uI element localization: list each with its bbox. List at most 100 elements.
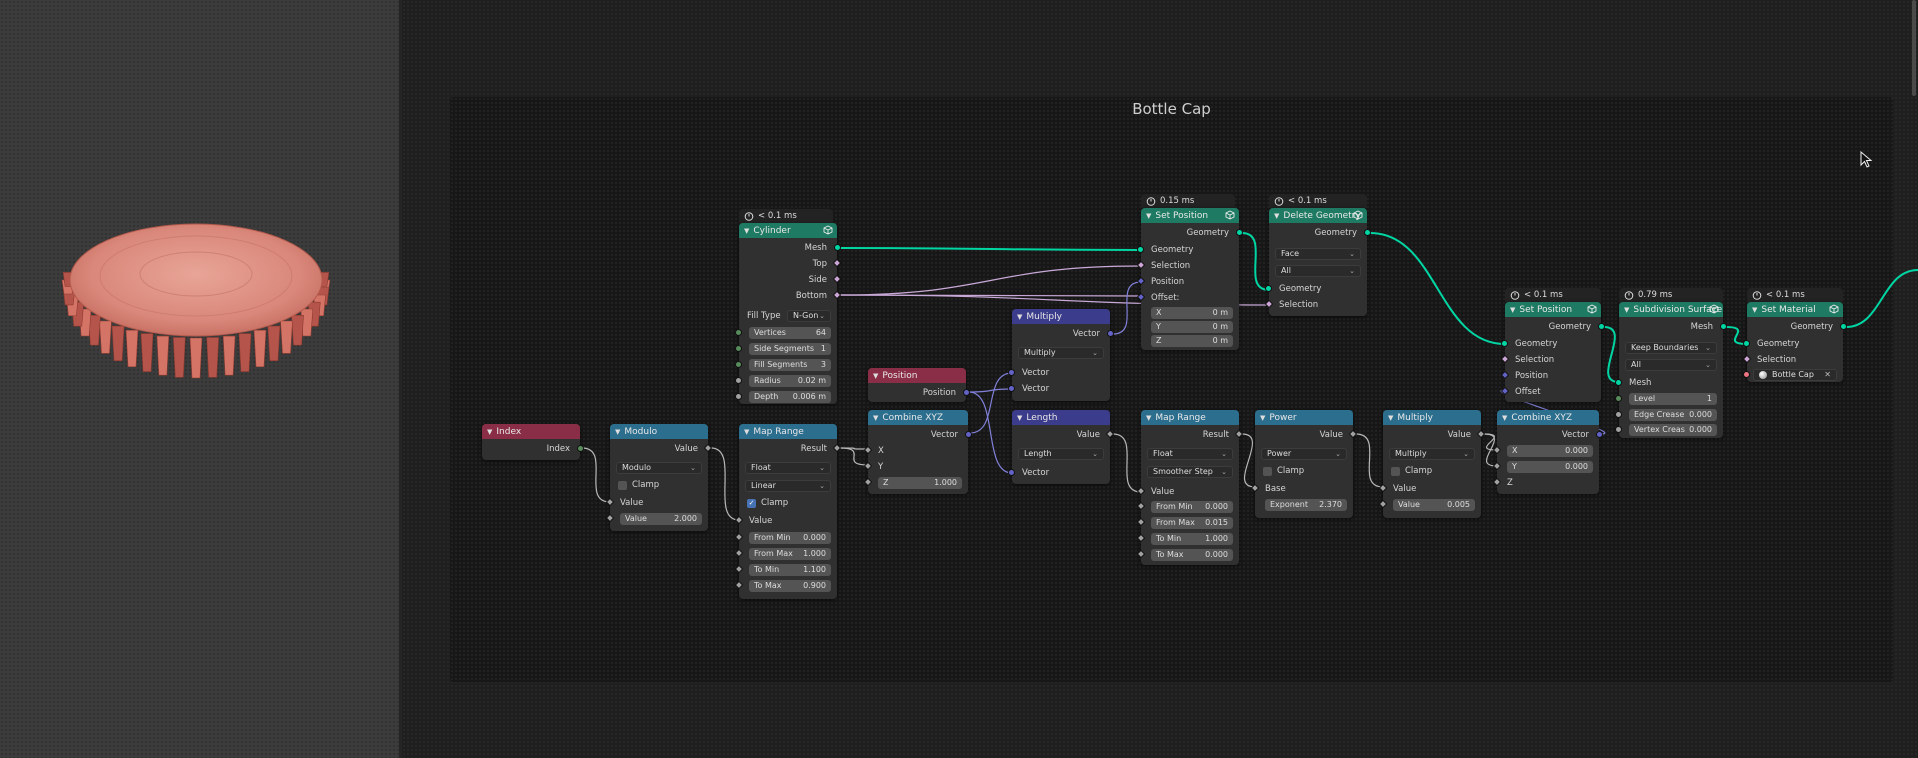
checkbox-box[interactable]	[1263, 466, 1272, 476]
node-header[interactable]: ▼Index	[482, 424, 580, 439]
clear-x-icon[interactable]: ✕	[1824, 370, 1831, 379]
collapse-chevron-icon[interactable]: ▼	[1624, 305, 1630, 314]
collapse-chevron-icon[interactable]: ▼	[744, 226, 750, 235]
data-type-dropdown[interactable]: Float⌄	[745, 462, 831, 474]
radius-input-socket[interactable]	[735, 377, 742, 384]
edge-crease-input-socket[interactable]	[1615, 411, 1622, 418]
node-header[interactable]: ▼Power	[1255, 410, 1353, 425]
map-range-node-2[interactable]: ▼Map Range Result Float⌄ Smoother Step⌄ …	[1136, 410, 1244, 565]
float-multiply-node[interactable]: ▼Multiply Value Multiply⌄ Clamp Value Va…	[1378, 410, 1486, 518]
collapse-chevron-icon[interactable]: ▼	[615, 427, 621, 436]
map-range-node-1[interactable]: ▼Map Range Result Float⌄ Linear⌄ ✓Clamp …	[734, 424, 842, 599]
delete-geometry-node[interactable]: ▼Delete Geometry Geometry Face⌄ All⌄ Geo…	[1264, 208, 1371, 316]
geometry-input-socket[interactable]	[1743, 340, 1750, 347]
collapse-chevron-icon[interactable]: ▼	[487, 427, 493, 436]
vector-multiply-node[interactable]: ▼Multiply Vector Multiply⌄ Vector Vector	[1008, 309, 1114, 401]
geometry-output-socket[interactable]	[1364, 229, 1371, 236]
material-input-socket[interactable]	[1743, 371, 1750, 378]
set-material-node[interactable]: ▼Set Material Geometry Geometry Selectio…	[1742, 302, 1847, 382]
node-header[interactable]: ▼Combine XYZ	[868, 410, 968, 425]
geometry-output-socket[interactable]	[1840, 323, 1847, 330]
node-header[interactable]: ▼Position	[868, 368, 966, 383]
mode-dropdown[interactable]: All⌄	[1275, 265, 1361, 277]
geometry-input-socket[interactable]	[1265, 285, 1272, 292]
node-header[interactable]: ▼Multiply	[1012, 309, 1110, 324]
vector-output-socket[interactable]	[965, 431, 972, 438]
geometry-input-socket[interactable]	[1137, 246, 1144, 253]
collapse-chevron-icon[interactable]: ▼	[1510, 305, 1516, 314]
fill-type-dropdown[interactable]: N-Gon⌄	[787, 310, 831, 322]
position-output-socket[interactable]	[963, 389, 970, 396]
node-header[interactable]: ▼Subdivision Surface	[1619, 302, 1723, 317]
material-selector[interactable]: Bottle Cap ✕	[1753, 369, 1837, 381]
collapse-chevron-icon[interactable]: ▼	[744, 427, 750, 436]
vertices-input-socket[interactable]	[735, 329, 742, 336]
interpolation-dropdown[interactable]: Smoother Step⌄	[1147, 466, 1233, 478]
mesh-output-socket[interactable]	[1720, 323, 1727, 330]
node-header[interactable]: ▼Length	[1012, 410, 1110, 425]
operation-dropdown[interactable]: Length⌄	[1018, 448, 1104, 460]
data-type-dropdown[interactable]: Float⌄	[1147, 448, 1233, 460]
mesh-output-socket[interactable]	[834, 244, 841, 251]
operation-dropdown[interactable]: Modulo⌄	[616, 462, 702, 474]
collapse-chevron-icon[interactable]: ▼	[1388, 413, 1394, 422]
vector-output-socket[interactable]	[1596, 431, 1603, 438]
vector-input-socket-1[interactable]	[1008, 369, 1015, 376]
domain-dropdown[interactable]: Face⌄	[1275, 248, 1361, 260]
node-header[interactable]: ▼Map Range	[1141, 410, 1239, 425]
fill-segments-input-socket[interactable]	[735, 361, 742, 368]
node-header[interactable]: ▼Set Position	[1141, 208, 1239, 223]
collapse-chevron-icon[interactable]: ▼	[1502, 413, 1508, 422]
uv-smooth-dropdown[interactable]: Keep Boundaries⌄	[1625, 342, 1717, 354]
node-header[interactable]: ▼Modulo	[610, 424, 708, 439]
collapse-chevron-icon[interactable]: ▼	[1017, 312, 1023, 321]
operation-dropdown[interactable]: Power⌄	[1261, 448, 1347, 460]
vector-input-socket-2[interactable]	[1008, 385, 1015, 392]
node-header[interactable]: ▼Multiply	[1383, 410, 1481, 425]
area-divider[interactable]	[399, 0, 402, 758]
cylinder-node[interactable]: ▼Cylinder Mesh Top Side Bottom Fill Type…	[735, 223, 842, 404]
side-segments-input-socket[interactable]	[735, 345, 742, 352]
operation-dropdown[interactable]: Multiply⌄	[1389, 448, 1475, 460]
level-input-socket[interactable]	[1615, 395, 1622, 402]
collapse-chevron-icon[interactable]: ▼	[1017, 413, 1023, 422]
collapse-chevron-icon[interactable]: ▼	[1146, 413, 1152, 422]
clamp-checkbox[interactable]: Clamp	[1263, 465, 1304, 477]
node-header[interactable]: ▼Map Range	[739, 424, 837, 439]
vector-output-socket[interactable]	[1107, 330, 1114, 337]
mesh-input-socket[interactable]	[1615, 379, 1622, 386]
vector-input-socket[interactable]	[1008, 469, 1015, 476]
checkbox-box[interactable]	[1391, 466, 1400, 476]
clamp-checkbox[interactable]: Clamp	[1391, 465, 1432, 477]
checkmark-icon[interactable]: ✓	[747, 498, 756, 508]
node-header[interactable]: ▼Cylinder	[739, 223, 837, 238]
collapse-chevron-icon[interactable]: ▼	[873, 371, 879, 380]
subdivision-surface-node[interactable]: ▼Subdivision Surface Mesh Keep Boundarie…	[1615, 302, 1727, 438]
position-node[interactable]: ▼Position Position	[868, 368, 970, 402]
node-header[interactable]: ▼Delete Geometry	[1269, 208, 1367, 223]
geometry-output-socket[interactable]	[1236, 229, 1243, 236]
depth-input-socket[interactable]	[735, 393, 742, 400]
operation-dropdown[interactable]: Multiply⌄	[1018, 347, 1104, 359]
editor-scrollbar[interactable]	[1912, 0, 1916, 96]
